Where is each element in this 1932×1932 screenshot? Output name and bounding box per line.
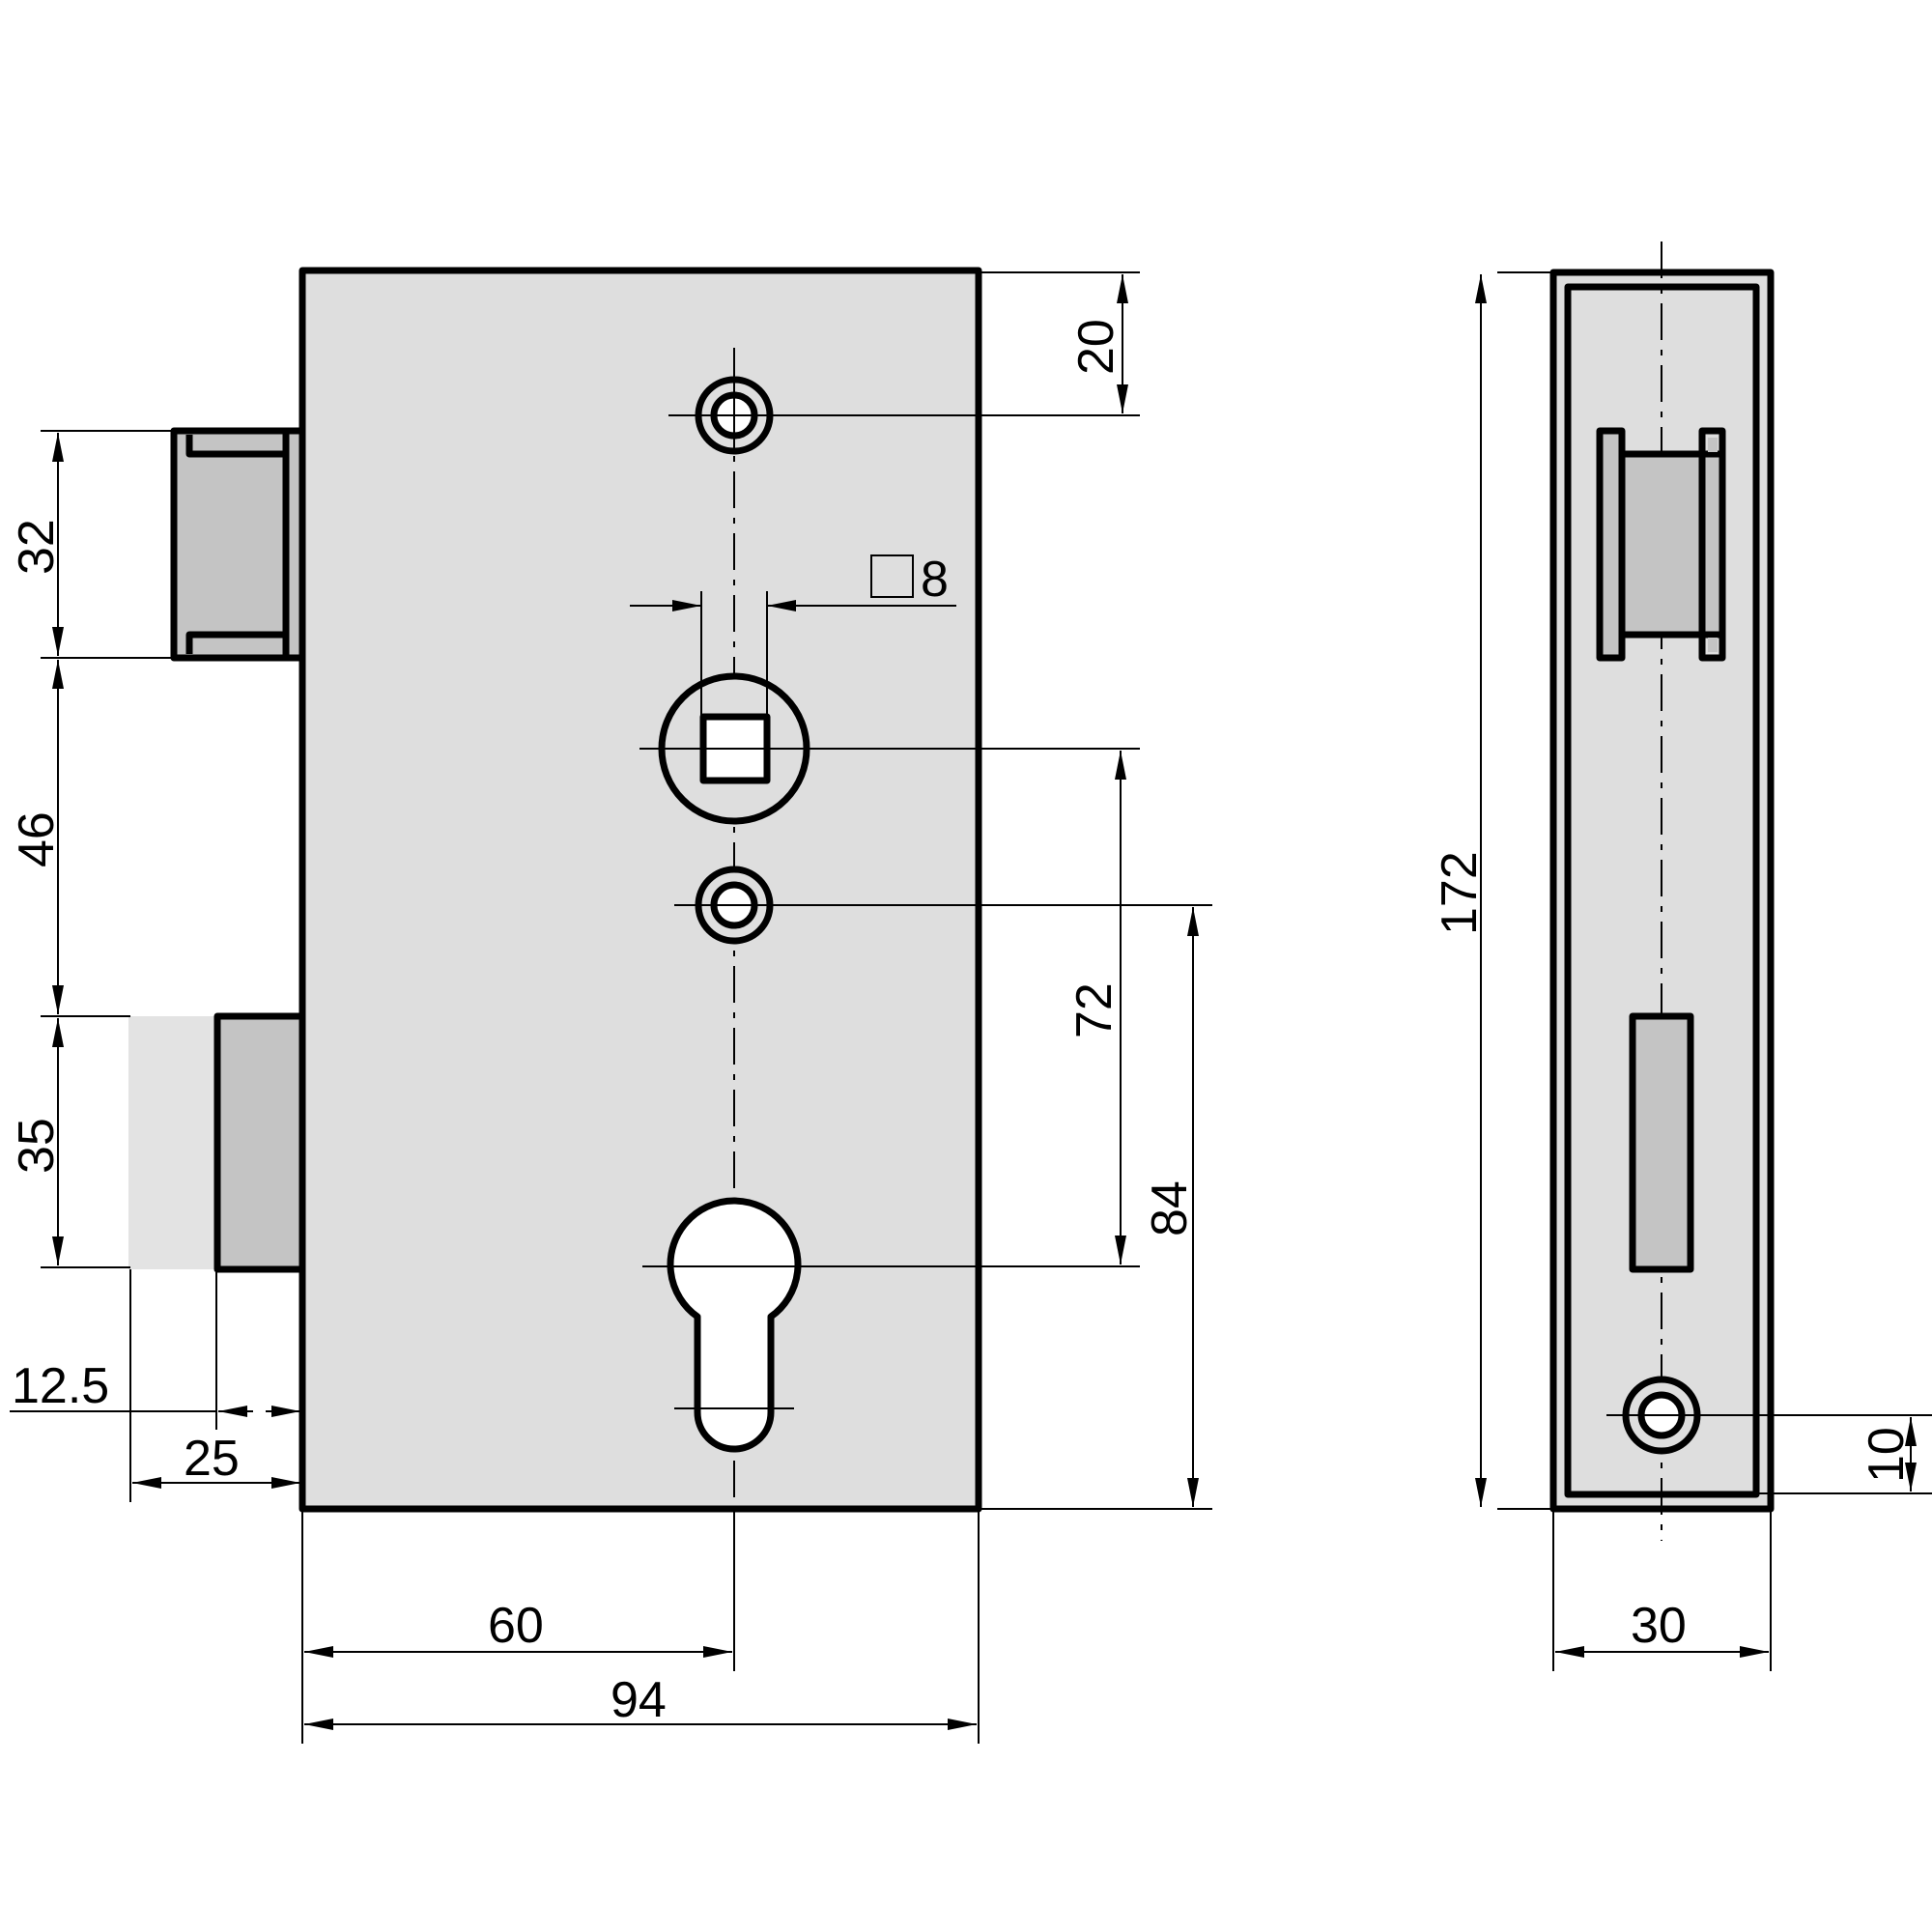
bolt <box>213 1012 302 1273</box>
dim-84-group: 84 <box>979 907 1212 1510</box>
lock-case <box>298 267 982 1513</box>
dim-172-group: 172 <box>1432 271 1553 1510</box>
front-view: 8 20 72 <box>9 267 1212 1744</box>
dim-latch-height: 32 <box>9 519 65 575</box>
dim-spindle-to-cylinder: 72 <box>1066 982 1122 1038</box>
dim-bolt-throw: 12.5 <box>12 1358 109 1414</box>
dim-square-spindle: 8 <box>921 552 949 608</box>
dim-bolt-height: 35 <box>9 1118 65 1174</box>
dim-screw-hole-from-bottom: 10 <box>1859 1427 1915 1483</box>
edge-screw-hole <box>1606 1376 1932 1455</box>
edge-bolt <box>1629 1012 1694 1273</box>
dim-30-group: 30 <box>1552 1512 1772 1671</box>
dim-10-group: 10 <box>1756 1417 1932 1494</box>
dim-backset: 60 <box>488 1598 544 1654</box>
dim-forend-width: 30 <box>1631 1598 1687 1654</box>
dim-bolt-throw-group: 12.5 25 <box>10 1269 300 1502</box>
dim-forend-height: 172 <box>1432 851 1488 935</box>
dim-latch-to-bolt: 46 <box>9 811 65 867</box>
dim-left-stack: 32 46 35 <box>9 430 174 1268</box>
latch <box>170 427 302 662</box>
fixing-hole-middle <box>674 866 1212 945</box>
dim-bottom-group: 60 94 <box>301 1512 980 1744</box>
euro-cylinder-hole <box>642 1197 1140 1453</box>
dim-72-group: 72 <box>1066 751 1126 1264</box>
bolt-projection-ghost <box>128 1016 217 1269</box>
dim-case-width: 94 <box>611 1672 667 1728</box>
dim-top-to-fixing-hole: 20 <box>1068 319 1124 375</box>
dim-20-group: 20 <box>979 271 1140 413</box>
edge-view: 172 30 10 <box>1432 242 1932 1671</box>
dim-bolt-projection: 25 <box>184 1431 240 1487</box>
edge-latch <box>1596 427 1726 662</box>
fixing-hole-top <box>668 353 1140 455</box>
square-symbol-icon <box>870 554 914 598</box>
dim-fixing-hole-to-bottom: 84 <box>1142 1180 1198 1236</box>
spindle-follower: 8 <box>630 552 1140 825</box>
